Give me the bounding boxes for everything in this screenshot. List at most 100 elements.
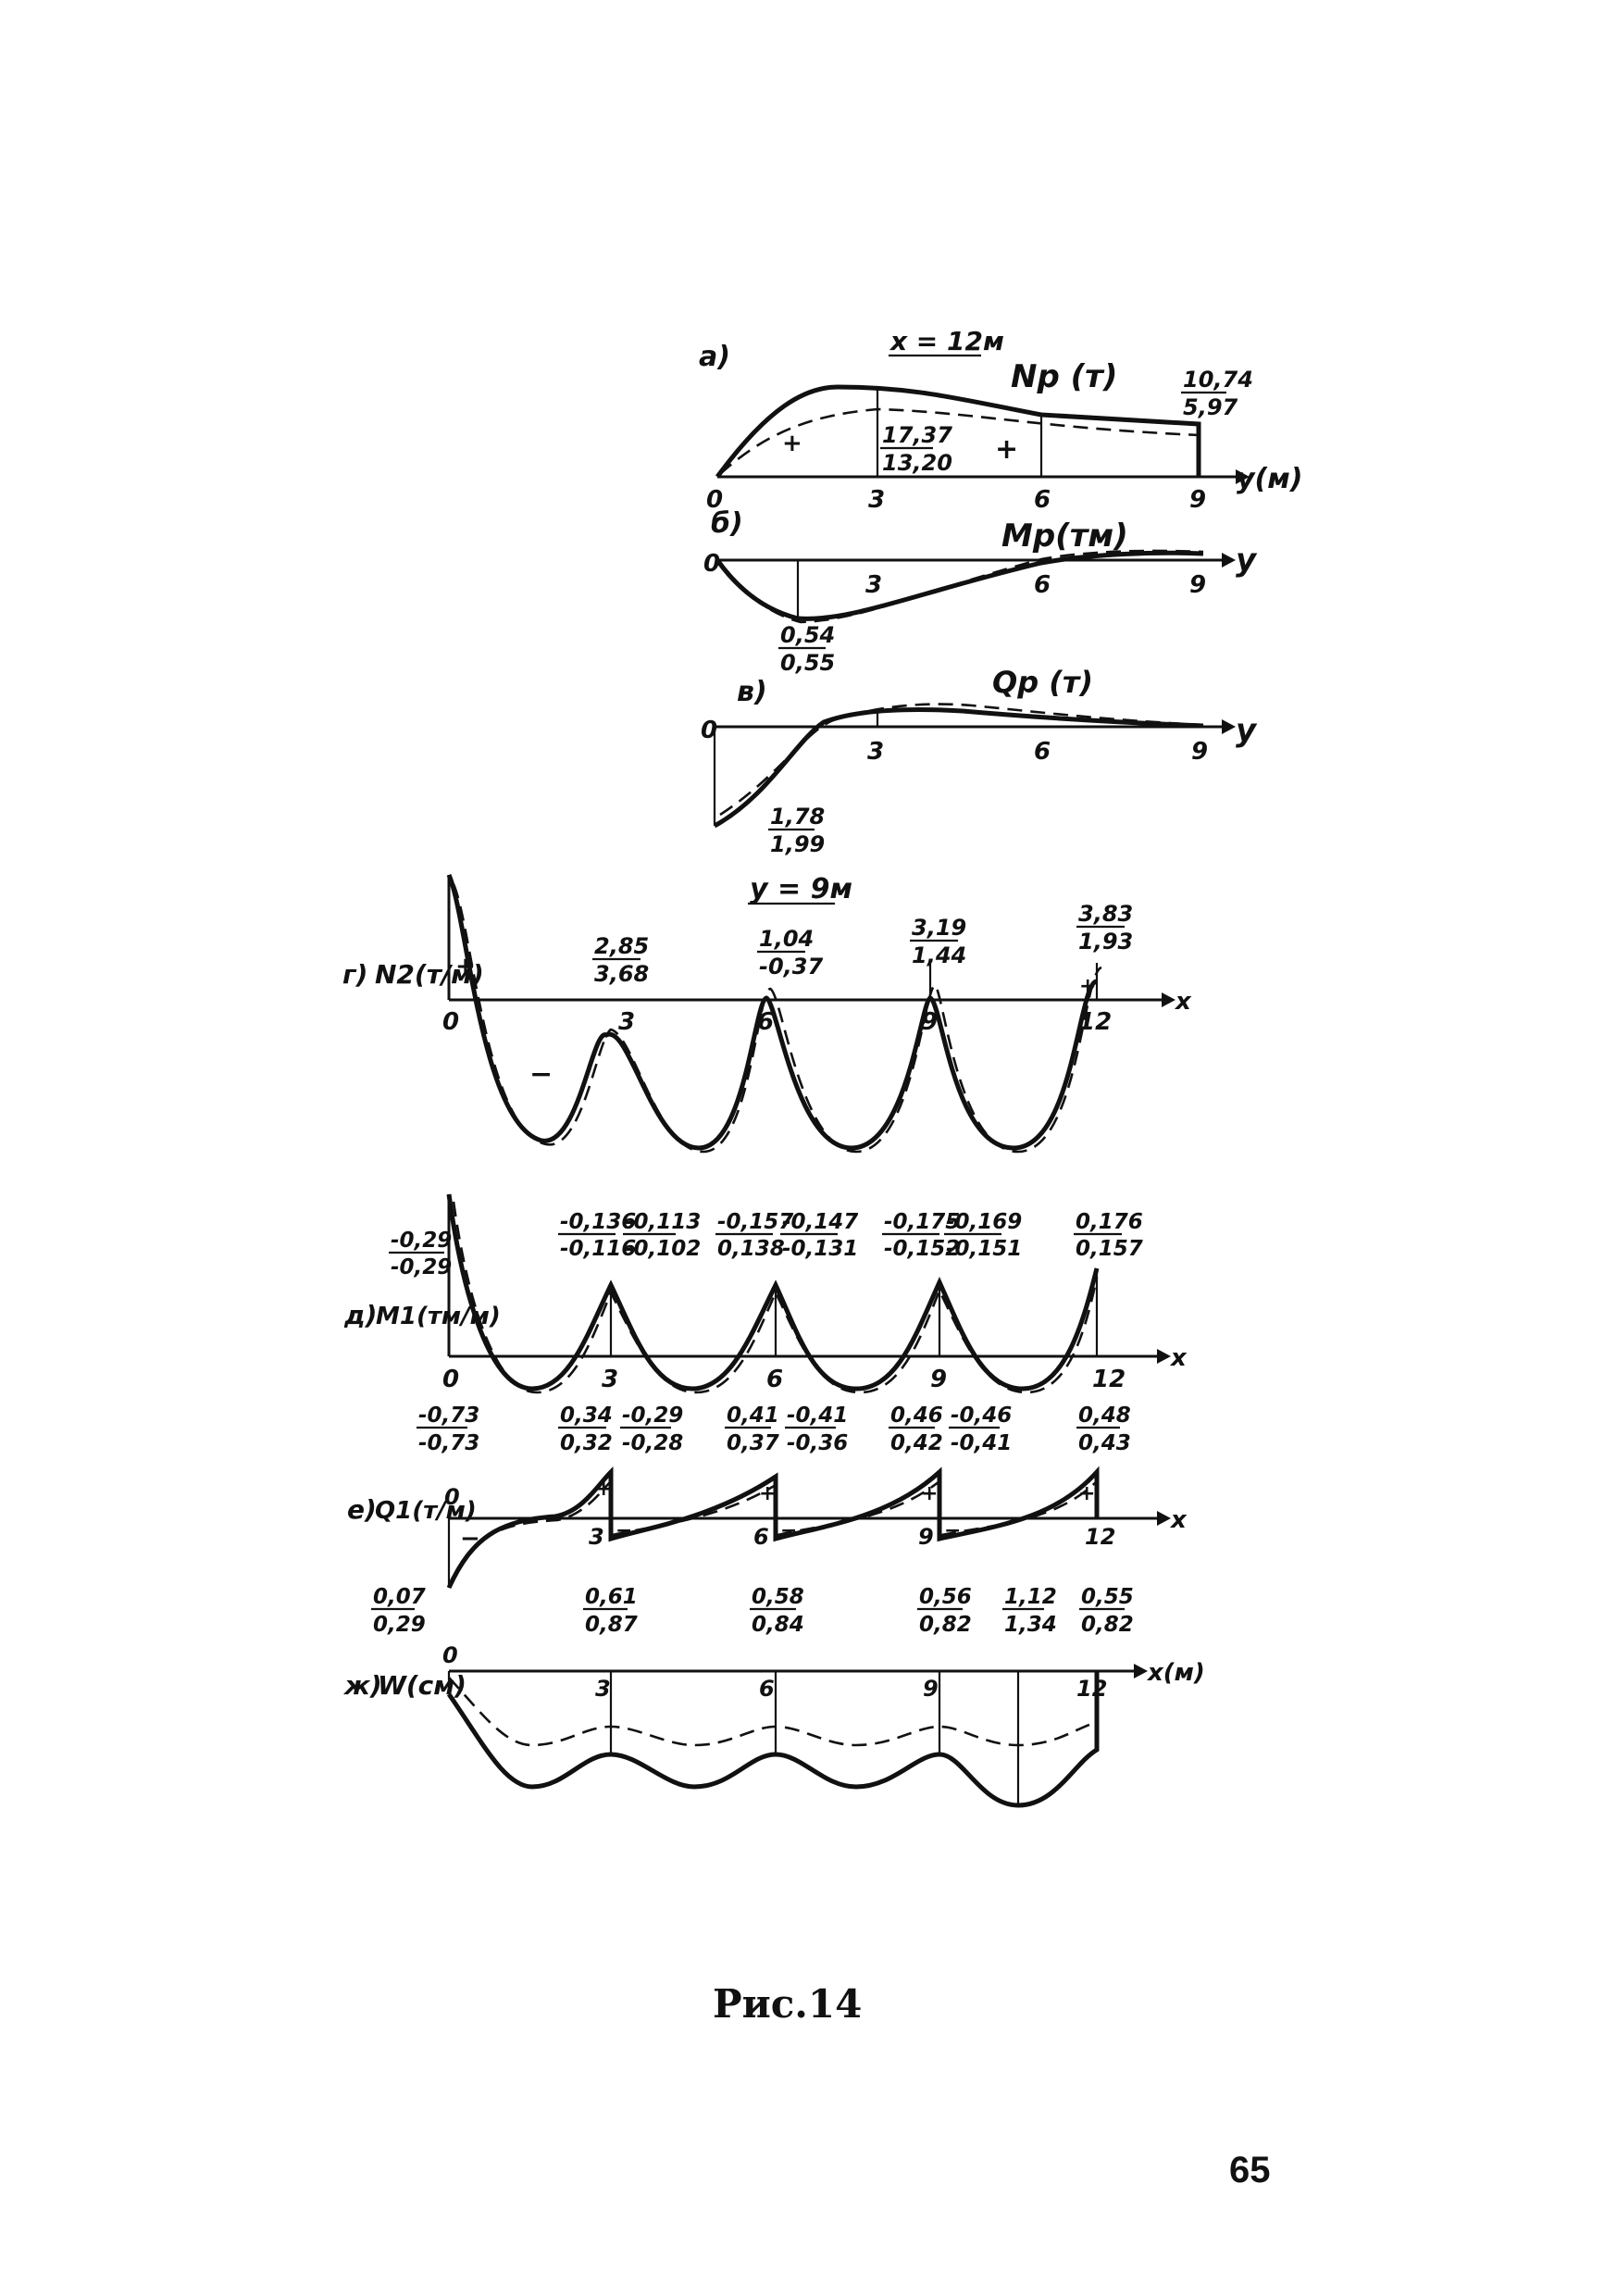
diagram-e-curve-solid (446, 1466, 1100, 1590)
diagram-d-label-4-top: -0,157 (717, 1210, 793, 1234)
diagram-b-tick-9: 9 (1189, 571, 1206, 599)
diagram-e-plus-2: + (759, 1482, 776, 1505)
diagram-g-curve-dashed (452, 883, 1102, 1154)
diagram-e-tick-0: 0 (444, 1484, 460, 1510)
diagram-zh-tick-3: 3 (595, 1676, 611, 1702)
diagram-e-label-4-top: 0,41 (727, 1404, 779, 1428)
diagram-zh-letter: ж) (342, 1670, 382, 1701)
diagram-g-letter: г) (342, 959, 367, 990)
diagram-g-axis-label: x (1174, 988, 1192, 1016)
diagram-e-label-6-bot: 0,42 (890, 1431, 943, 1455)
diagram-v-axis-label: y (1236, 712, 1258, 749)
diagram-e-plus-1: + (595, 1478, 612, 1501)
diagram-d-m1: д) M1(тм/м) x 0 3 6 9 12 -0,29 -0,29 -0,… (343, 1193, 1188, 1394)
diagram-g-tick-9: 9 (921, 1008, 938, 1036)
diagram-g-minus: − (529, 1058, 553, 1091)
diagram-d-label-7-top: -0,169 (946, 1210, 1022, 1234)
diagram-b-frac-top: 0,54 (780, 622, 835, 648)
diagram-g-plus-end: + (1079, 975, 1096, 998)
diagram-e-title: Q1(т/м) (375, 1497, 477, 1525)
diagram-a-tick-9: 9 (1189, 486, 1206, 514)
diagram-d-axis-label: x (1169, 1344, 1188, 1372)
diagram-zh-label-2-top: 0,61 (585, 1585, 638, 1609)
diagram-zh-label-6-top: 0,55 (1081, 1585, 1134, 1609)
page-number: 65 (1229, 2150, 1271, 2190)
diagram-a-frac1-top: 17,37 (882, 422, 952, 448)
diagram-a-tick-6: 6 (1034, 486, 1051, 514)
figure-caption: Рис.14 (713, 1981, 863, 2027)
diagram-e-minus-2: − (616, 1519, 632, 1542)
diagram-e-tick-6: 6 (753, 1524, 769, 1550)
diagram-d-tick-12: 12 (1092, 1366, 1126, 1393)
diagram-d-tick-0: 0 (442, 1366, 459, 1393)
diagram-g-tick-3: 3 (618, 1008, 635, 1036)
diagram-d-tick-9: 9 (930, 1366, 947, 1393)
diagram-v-tick-9: 9 (1191, 738, 1208, 766)
diagram-d-label-2-bot: -0,116 (560, 1237, 636, 1261)
diagram-b-tick-0: 0 (703, 550, 720, 578)
diagram-g-tick-6: 6 (757, 1008, 774, 1036)
diagram-e-axis-label: x (1169, 1506, 1188, 1534)
diagram-d-label-5-top: -0,147 (782, 1210, 858, 1234)
diagram-g-n2: y = 9м г) N2(т/м) x + − + 0 3 6 9 12 2,8… (342, 873, 1192, 1154)
diagram-e-plus-4: + (1078, 1482, 1095, 1505)
diagram-g-label-2-top: 1,04 (759, 926, 814, 952)
diagram-e-label-5-bot: -0,36 (787, 1431, 848, 1455)
diagram-d-label-7-bot: -0,151 (946, 1237, 1022, 1261)
diagram-v-frac-top: 1,78 (770, 804, 825, 830)
diagram-v-letter: в) (737, 676, 767, 708)
diagram-g-tick-12: 12 (1078, 1008, 1112, 1036)
diagram-e-label-7-top: -0,46 (951, 1404, 1012, 1428)
diagram-zh-label-4-bot: 0,82 (919, 1613, 972, 1637)
diagram-b-title: Mp(тм) (1001, 518, 1128, 555)
diagram-e-tick-3: 3 (589, 1524, 604, 1550)
diagram-e-label-8-bot: 0,43 (1078, 1431, 1131, 1455)
diagram-d-label-3-top: -0,113 (625, 1210, 701, 1234)
diagram-e-minus-1: − (460, 1525, 480, 1553)
diagram-d-label-8-top: 0,176 (1076, 1210, 1143, 1234)
diagram-g-plus: + (455, 953, 476, 980)
diagram-a-axis-arrow (1236, 469, 1250, 484)
diagram-a-np: а) x = 12м Np (т) y(м) + + 17,37 13,20 1… (699, 326, 1303, 514)
diagram-zh-axis-arrow (1134, 1664, 1148, 1678)
diagram-g-curve-solid (446, 873, 1099, 1151)
diagram-a-frac2-bot: 5,97 (1183, 394, 1238, 420)
diagram-e-plus-3: + (921, 1482, 938, 1505)
diagram-b-tick-3: 3 (865, 571, 882, 599)
diagram-zh-label-5-bot: 1,34 (1004, 1613, 1057, 1637)
diagram-v-curve-dashed (719, 703, 1204, 817)
diagram-v-tick-0: 0 (701, 717, 717, 744)
diagram-zh-label-3-bot: 0,84 (752, 1613, 804, 1637)
diagram-d-curve-dashed (452, 1201, 1099, 1394)
diagram-d-curve-solid (446, 1193, 1100, 1391)
diagram-b-curve-solid (715, 550, 1204, 621)
diagram-zh-label-2-bot: 0,87 (585, 1613, 638, 1637)
diagram-a-curve-solid (715, 384, 1201, 479)
diagram-b-axis-label: y (1236, 542, 1258, 579)
diagram-d-tick-6: 6 (766, 1366, 783, 1393)
diagram-zh-tick-9: 9 (923, 1676, 939, 1702)
diagram-e-letter: е) (347, 1494, 377, 1525)
diagram-a-curve-dashed (719, 407, 1200, 475)
diagram-v-frac-bot: 1,99 (770, 831, 825, 857)
diagram-zh-title: W(см) (378, 1670, 466, 1701)
diagram-v-qp: в) Qp (т) y 0 3 6 9 1,78 1,99 (701, 665, 1258, 857)
diagram-b-tick-6: 6 (1034, 571, 1051, 599)
diagram-d-label-1-top: -0,29 (391, 1229, 452, 1253)
diagram-e-q1: е) Q1(т/м) 0 x − + − + − + − + 3 6 9 12 … (347, 1404, 1188, 1590)
diagram-a-tick-3: 3 (868, 486, 885, 514)
diagram-zh-label-1-top: 0,07 (373, 1585, 426, 1609)
diagram-d-label-2-top: -0,136 (560, 1210, 636, 1234)
diagram-d-letter: д) (343, 1300, 377, 1330)
diagram-b-letter: б) (711, 507, 743, 540)
diagram-zh-label-6-bot: 0,82 (1081, 1613, 1134, 1637)
diagram-g-label-1-top: 2,85 (594, 933, 649, 959)
diagram-g-label-3-top: 3,19 (912, 915, 966, 941)
diagram-v-title: Qp (т) (992, 665, 1093, 700)
diagram-b-axis-arrow (1222, 553, 1236, 568)
diagram-g-label-2-bot: -0,37 (759, 954, 823, 980)
diagram-b-frac-bot: 0,55 (780, 650, 835, 676)
diagram-g-label-4-top: 3,83 (1078, 901, 1133, 927)
diagram-d-label-1-bot: -0,29 (391, 1255, 452, 1279)
